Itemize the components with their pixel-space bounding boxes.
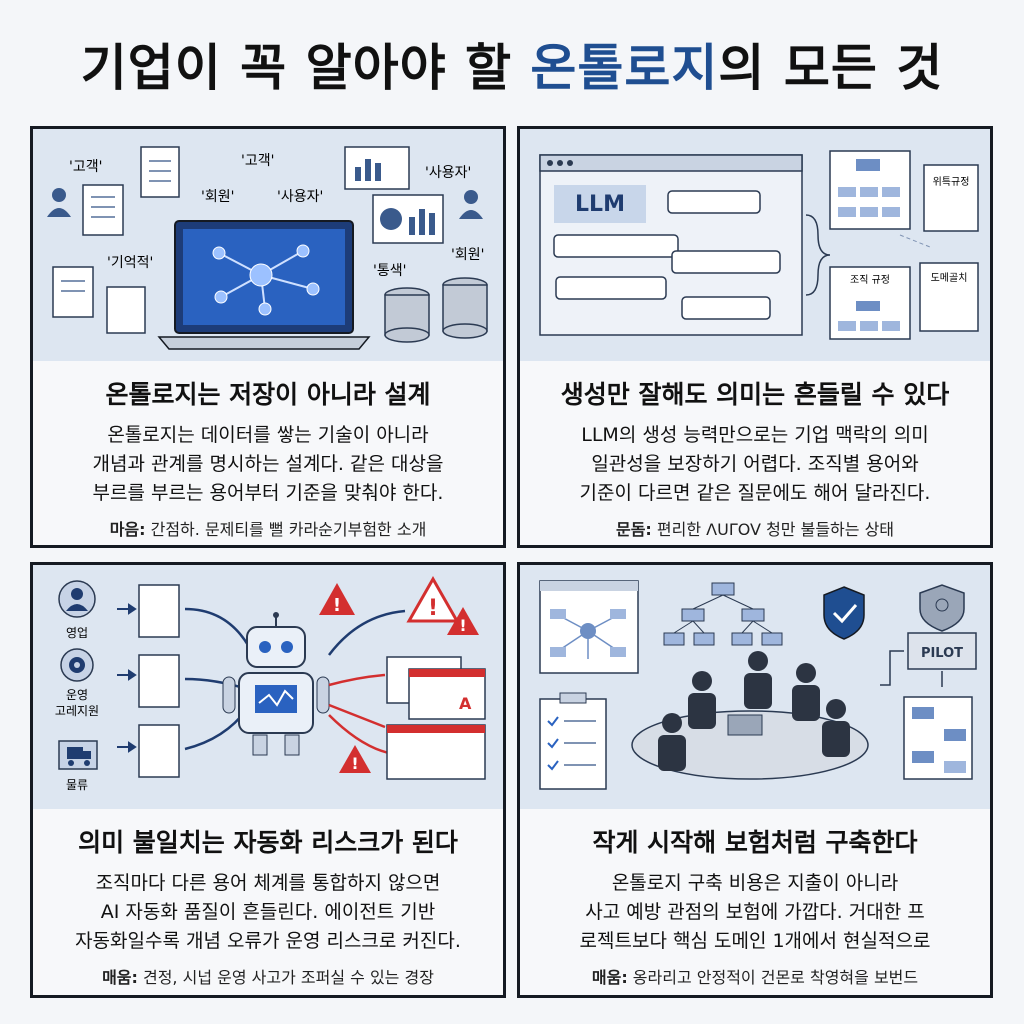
panel-note: 마음: 간점하. 문제티를 뻘 카라순기부험한 소개 <box>33 516 503 540</box>
page-title: 기업이 꼭 알아야 할 온톨로지의 모든 것 <box>0 28 1024 100</box>
panel-body: 온톨로지는 데이터를 쌓는 기술이 아니라 개념과 관계를 명시하는 설계다. … <box>33 421 503 508</box>
svg-text:!: ! <box>351 754 358 773</box>
body-line: LLM의 생성 능력만으로는 기업 맥락의 의미 <box>581 424 929 446</box>
dept-label: 고레지원 <box>55 704 99 718</box>
robot-risk-illustration: 영업 운영 고레지원 물류 <box>55 575 486 792</box>
chart-card-icon <box>344 146 444 244</box>
note-text: 견정, 시넙 운영 사고가 조퍼실 수 있는 경장 <box>137 968 434 987</box>
note-label: 매움: <box>102 968 138 987</box>
label-quote: '고객' <box>69 159 102 175</box>
panel-text: 온톨로지는 저장이 아니라 설계 온톨로지는 데이터를 쌓는 기술이 아니라 개… <box>33 361 503 545</box>
org-chart-icon: 조직 규정 <box>829 150 911 340</box>
note-label: 매움: <box>591 968 628 987</box>
gear-icon <box>60 648 94 682</box>
svg-text:!: ! <box>428 596 438 621</box>
body-line: 온톨로지는 데이터를 쌓는 기술이 아니라 <box>107 424 429 446</box>
title-suffix: 의 모든 것 <box>718 39 944 97</box>
body-line: 자동화일수록 개념 오류가 운영 리스크로 커진다. <box>75 930 461 952</box>
panel-start-small: PILOT 작게 시작해 보험처럼 구축한다 온톨로지 구축 비용은 지출이 아… <box>517 562 993 998</box>
rule-doc-label: 위특규정 <box>933 175 970 188</box>
body-line: 일관성을 보장하기 어렵다. 조직별 용어와 <box>591 453 919 475</box>
svg-text:!: ! <box>459 616 466 635</box>
panel-note: 문돔: 편리한 ΛUΓOV 청만 불들하는 상태 <box>520 516 990 540</box>
panel-body: 조직마다 다른 용어 체계를 통합하지 않으면 AI 자동화 품질이 흔들린다.… <box>33 869 503 956</box>
illustration-llm-chat: LLM 조직 규정 위특규정 도메골치 <box>520 129 990 361</box>
shield-check-icon <box>823 586 865 640</box>
database-icon <box>384 277 488 343</box>
body-line: 온톨로지 구축 비용은 지출이 아니라 <box>611 872 899 894</box>
panel-generation-meaning: LLM 조직 규정 위특규정 도메골치 생 <box>517 126 993 548</box>
document-stack-icon <box>919 164 979 332</box>
title-highlight: 온톨로지 <box>530 39 719 97</box>
panel-body: LLM의 생성 능력만으로는 기업 맥락의 의미 일관성을 보장하기 어렵다. … <box>520 421 990 508</box>
label-quote: '기억적' <box>107 255 153 271</box>
hierarchy-icon <box>663 582 783 646</box>
org-rule-label: 조직 규정 <box>850 274 890 286</box>
panel-storage-vs-design: '고객' '회원' '고객' '사용자' '사용자' '기억적' '통색' '회… <box>30 126 506 548</box>
body-line: 개념과 관계를 명시하는 설계다. 같은 대상을 <box>92 453 444 475</box>
label-quote: '회원' <box>451 247 484 263</box>
laptop-icon <box>157 220 371 350</box>
chat-bubble-icon <box>553 190 781 320</box>
document-icon <box>138 584 180 778</box>
note-text: 편리한 ΛUΓOV 청만 불들하는 상태 <box>651 520 895 539</box>
laptop-graph-illustration: '고객' '회원' '고객' '사용자' '사용자' '기억적' '통색' '회… <box>47 146 488 350</box>
panel-body: 온톨로지 구축 비용은 지출이 아니라 사고 예방 관점의 보험에 가깝다. 거… <box>520 869 990 956</box>
dept-label: 영업 <box>66 626 88 640</box>
robot-icon <box>222 612 330 756</box>
body-line: 기준이 다르면 같은 질문에도 해어 달라진다. <box>579 482 931 504</box>
title-prefix: 기업이 꼭 알아야 할 <box>80 39 531 97</box>
label-quote: '회원' <box>201 189 234 205</box>
panel-title: 온톨로지는 저장이 아니라 설계 <box>105 380 431 409</box>
body-line: 사고 예방 관점의 보험에 가깝다. 거대한 프 <box>585 901 925 923</box>
svg-text:A: A <box>459 694 472 713</box>
panel-note: 매움: 견정, 시넙 운영 사고가 조퍼실 수 있는 경장 <box>33 964 503 988</box>
checklist-icon <box>539 692 607 790</box>
pilot-label: PILOT <box>921 646 963 661</box>
note-text: 옹라리고 안정적이 건몬로 착영혀을 보번드 <box>627 968 919 987</box>
svg-text:!: ! <box>333 595 341 616</box>
panel-note: 매움: 옹라리고 안정적이 건몬로 착영혀을 보번드 <box>520 964 990 988</box>
dept-label: 운영 <box>66 688 88 702</box>
note-label: 문돔: <box>615 520 652 539</box>
warning-icon: ! ! ! ! <box>319 575 479 773</box>
domain-doc-label: 도메골치 <box>931 272 968 284</box>
body-line: AI 자동화 품질이 흔들린다. 에이전트 기반 <box>100 901 436 923</box>
label-quote: '고객' <box>241 153 274 169</box>
truck-icon <box>58 740 98 770</box>
illustration-laptop-graph: '고객' '회원' '고객' '사용자' '사용자' '기억적' '통색' '회… <box>33 129 503 361</box>
llm-chat-illustration: LLM 조직 규정 위특규정 도메골치 <box>539 150 979 340</box>
note-text: 간점하. 문제티를 뻘 카라순기부험한 소개 <box>145 520 427 539</box>
dept-label: 물류 <box>66 778 88 792</box>
illustration-robot-risk: 영업 운영 고레지원 물류 <box>33 565 503 809</box>
sales-user-icon <box>58 580 96 618</box>
llm-label: LLM <box>575 192 625 217</box>
label-quote: '통색' <box>373 263 406 279</box>
label-quote: '사용자' <box>425 165 471 181</box>
note-label: 마음: <box>109 520 146 539</box>
panel-text: 의미 불일치는 자동화 리스크가 된다 조직마다 다른 용어 체계를 통합하지 … <box>33 809 503 995</box>
meeting-illustration: PILOT <box>539 580 977 790</box>
body-line: 로젝트보다 핵심 도메인 1개에서 현실적으로 <box>579 930 931 952</box>
panel-text: 작게 시작해 보험처럼 구축한다 온톨로지 구축 비용은 지출이 아니라 사고 … <box>520 809 990 995</box>
panel-text: 생성만 잘해도 의미는 흔들릴 수 있다 LLM의 생성 능력만으로는 기업 맥… <box>520 361 990 545</box>
graph-window-icon <box>539 580 639 674</box>
body-line: 부르를 부르는 용어부터 기준을 맞춰야 한다. <box>92 482 444 504</box>
flowchart-icon <box>903 696 973 780</box>
pilot-box-icon: PILOT <box>907 584 977 670</box>
label-quote: '사용자' <box>277 189 323 205</box>
user-icon <box>47 188 483 219</box>
panel-title: 생성만 잘해도 의미는 흔들릴 수 있다 <box>560 380 950 409</box>
meeting-table-icon <box>631 651 869 780</box>
panel-automation-risk: 영업 운영 고레지원 물류 <box>30 562 506 998</box>
error-window-icon <box>386 656 486 780</box>
panel-title: 작게 시작해 보험처럼 구축한다 <box>592 828 918 857</box>
panel-title: 의미 불일치는 자동화 리스크가 된다 <box>78 828 458 857</box>
body-line: 조직마다 다른 용어 체계를 통합하지 않으면 <box>95 872 441 894</box>
illustration-meeting: PILOT <box>520 565 990 809</box>
